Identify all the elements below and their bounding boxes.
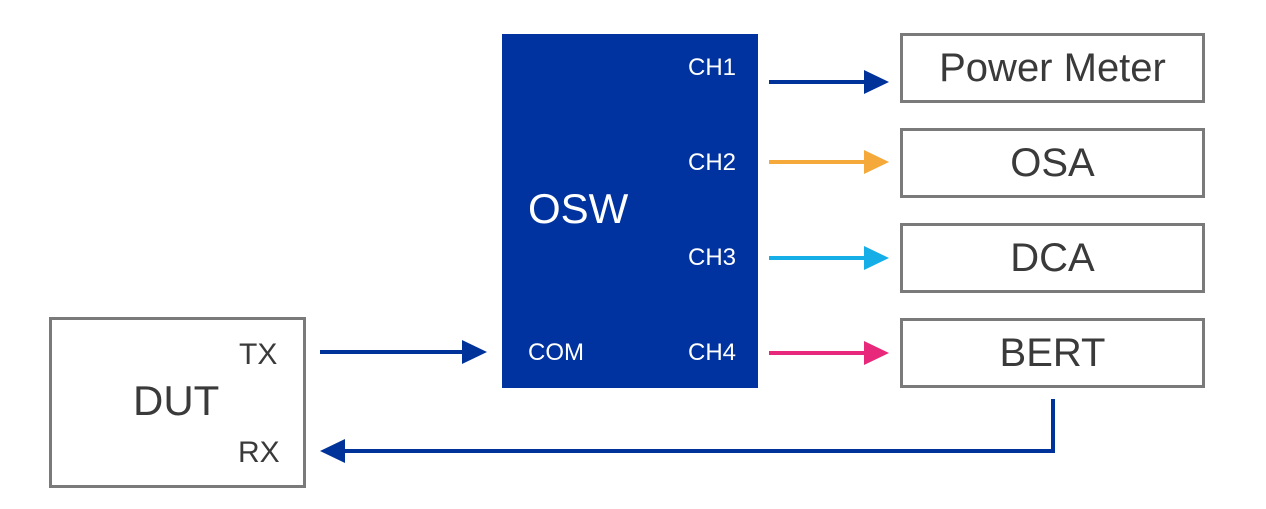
osw-ch1-label: CH1 (688, 54, 737, 81)
power-meter-box: Power Meter (900, 33, 1205, 103)
osw-com-label: COM (528, 339, 584, 366)
ch1-arrow (769, 70, 889, 94)
dca-box: DCA (900, 223, 1205, 293)
ch1-arrow-head (864, 70, 889, 94)
bert-label: BERT (999, 330, 1106, 375)
ch2-arrow-head (864, 150, 889, 174)
osw-ch2-label: CH2 (688, 149, 737, 176)
bert-box: BERT (900, 318, 1205, 388)
tx-arrow-head (462, 340, 487, 364)
ch2-arrow (769, 150, 889, 174)
dut-rx-label: RX (238, 436, 280, 469)
osw-ch3-label: CH3 (688, 244, 737, 271)
ch4-arrow-head (864, 341, 889, 365)
return-arrow-head (320, 439, 345, 463)
dut-box: DUT TX RX (49, 317, 306, 488)
ch3-arrow (769, 246, 889, 270)
ch4-arrow (769, 341, 889, 365)
osw-ch4-label: CH4 (688, 339, 737, 366)
ch3-arrow-head (864, 246, 889, 270)
osw-block: OSW COM CH1 CH2 CH3 CH4 (502, 34, 758, 388)
bert-to-rx-arrow (320, 399, 1055, 463)
dca-label: DCA (1010, 235, 1095, 280)
osw-title: OSW (528, 185, 629, 232)
osa-box: OSA (900, 128, 1205, 198)
dut-tx-label: TX (239, 338, 278, 371)
osa-label: OSA (1010, 140, 1095, 185)
tx-to-com-arrow (320, 340, 487, 364)
power-meter-label: Power Meter (939, 45, 1166, 90)
return-arrow-line (340, 399, 1055, 453)
dut-title: DUT (133, 377, 220, 424)
